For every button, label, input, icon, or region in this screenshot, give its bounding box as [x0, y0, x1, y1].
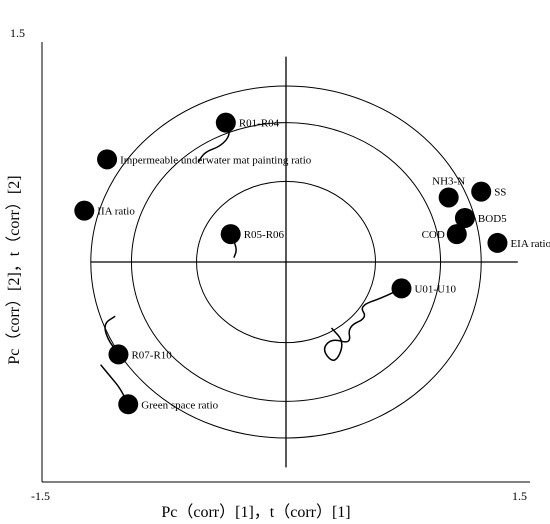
point-bod5	[454, 208, 475, 228]
point-green-space-ratio	[118, 394, 139, 415]
point-label-nh3-n: NH3-N	[432, 175, 465, 187]
y-axis-title: Pc（corr）[2]，t（corr）[2]	[5, 175, 23, 364]
point-label-cod: COD	[422, 229, 445, 241]
point-label-ss: SS	[494, 187, 506, 199]
x-min-tick-label: -1.5	[31, 489, 50, 503]
point-cod	[446, 224, 467, 245]
trajectory-line-3	[323, 287, 402, 362]
axes-frame	[41, 42, 530, 483]
origin-crosshair	[90, 56, 518, 468]
x-max-tick-label: 1.5	[512, 489, 527, 503]
point-ss	[471, 181, 492, 202]
x-axis-title: Pc（corr）[1]，t（corr）[1]	[161, 503, 350, 521]
point-label-r01-r04: R01-R04	[239, 118, 280, 130]
point-label-u01-u10: U01-U10	[414, 283, 456, 295]
point-r07-r10	[108, 344, 129, 365]
point-label-iia-ratio: IIA ratio	[97, 206, 135, 218]
point-u01-u10	[391, 278, 412, 299]
point-r05-r06	[220, 224, 241, 245]
point-impermeable-underwater-mat-painting-ratio	[97, 149, 118, 170]
point-label-green-space-ratio: Green space ratio	[141, 399, 218, 411]
point-nh3-n	[438, 187, 459, 208]
point-label-r05-r06: R05-R06	[244, 229, 285, 241]
point-label-impermeable-underwater-mat-painting-ratio: Impermeable underwater mat painting rati…	[120, 154, 312, 166]
point-r01-r04	[215, 112, 236, 133]
y-max-tick-label: 1.5	[10, 26, 25, 40]
point-label-r07-r10: R07-R10	[131, 349, 172, 361]
point-iia-ratio	[74, 200, 95, 221]
point-label-bod5: BOD5	[478, 213, 507, 225]
point-eia-ratio	[487, 232, 508, 253]
point-label-eia-ratio: EIA ratio	[510, 238, 550, 250]
